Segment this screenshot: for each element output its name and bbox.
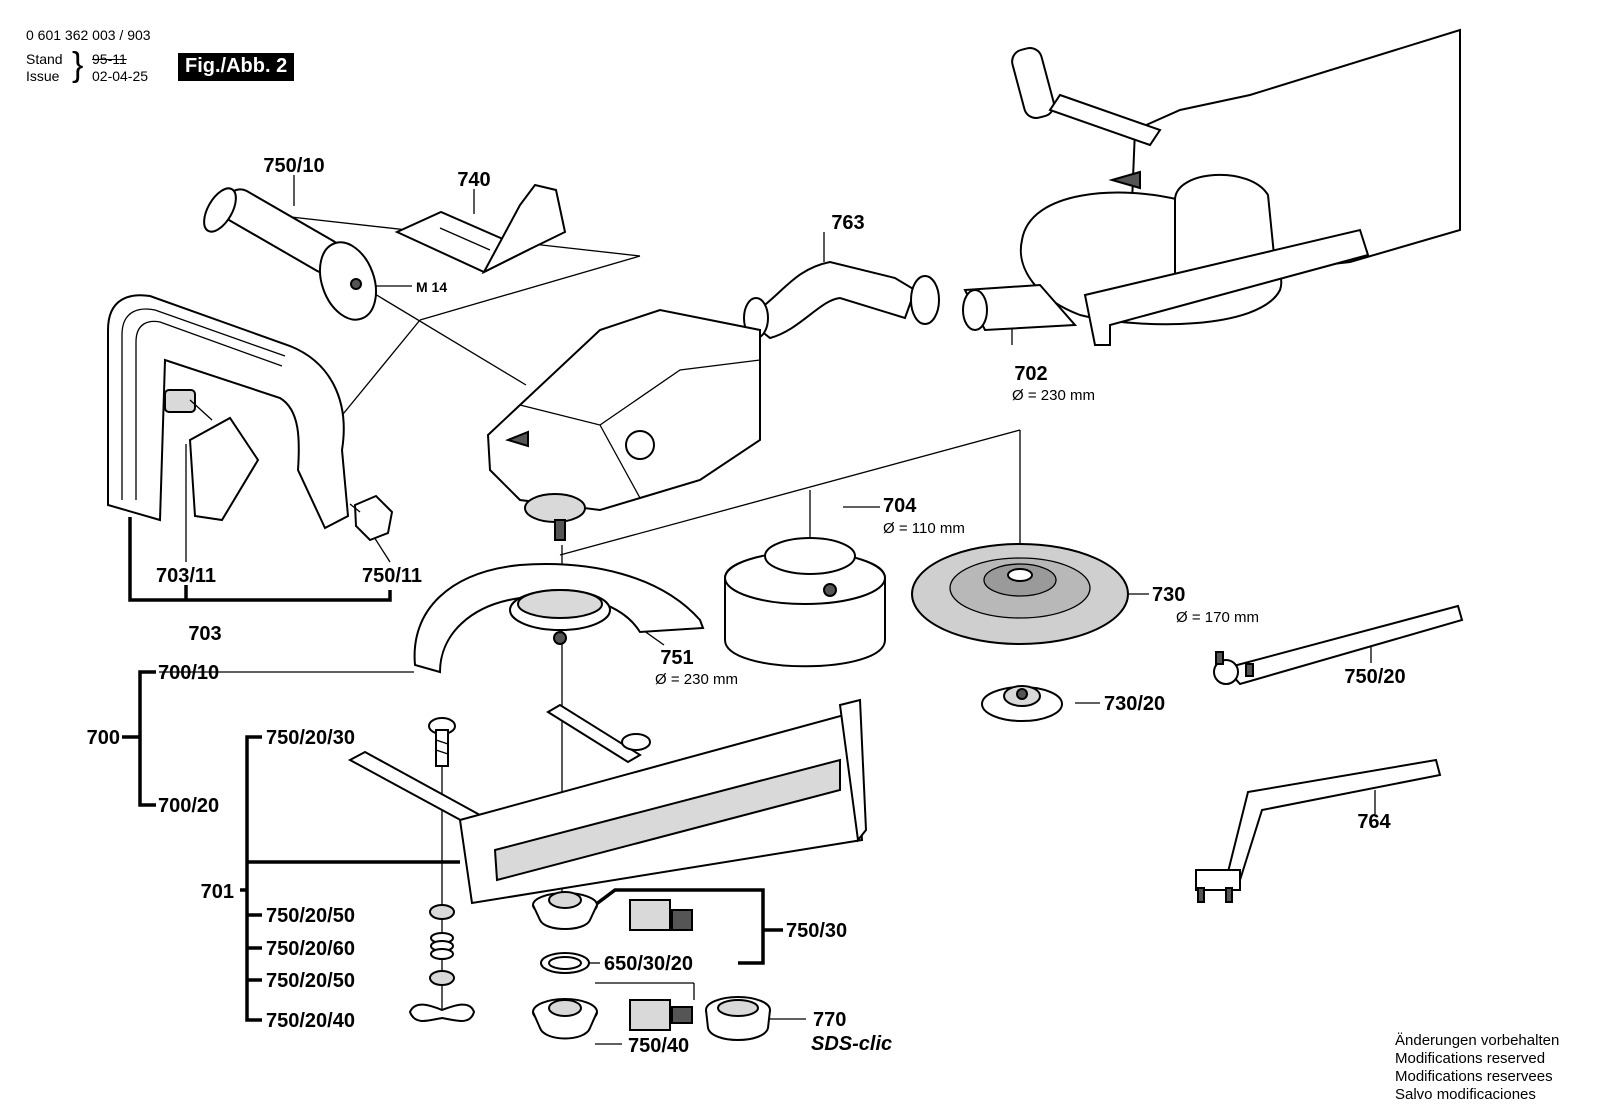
flange-750-30 [532,891,693,974]
label-702: 702 [1014,363,1047,385]
label-702-diameter: Ø = 230 mm [1012,387,1095,404]
figure-label: Fig./Abb. 2 [178,53,295,81]
label-750-20: 750/20 [1344,666,1405,688]
label-750-40: 750/40 [628,1035,689,1057]
label-730: 730 [1152,584,1185,606]
label-750-30: 750/30 [786,920,847,942]
screw-750-11 [349,494,394,542]
bracket-740 [394,183,567,275]
suction-hood-704 [724,537,886,668]
label-703: 703 [188,623,221,645]
brace-icon: } [72,46,84,84]
main-handle-guard-703 [107,294,350,530]
label-700-10: 700/10 [158,662,219,684]
label-751-diameter: Ø = 230 mm [655,671,738,688]
document-number: 0 601 362 003 / 903 [26,27,151,43]
spring-washer-stack [408,904,476,1022]
label-750-10: 750/10 [263,155,324,177]
angle-grinder-assembly-right [962,28,1461,346]
label-750-20-60: 750/20/60 [266,938,355,960]
backing-pad-730-20 [981,685,1063,722]
label-650-30-20: 650/30/20 [604,953,693,975]
angle-grinder-center [486,308,761,541]
note-english: Modifications reserved [1395,1050,1546,1067]
auxiliary-handle-750-10 [203,187,378,321]
label-m14: M 14 [416,279,447,295]
note-french: Modifications reservees [1395,1068,1553,1085]
label-704-diameter: Ø = 110 mm [883,520,965,537]
label-750-20-30: 750/20/30 [266,727,355,749]
label-740: 740 [457,169,490,191]
label-751: 751 [660,647,693,669]
clamping-nut-750-40 [532,998,693,1040]
stand-label: Stand [26,51,63,67]
note-german: Änderungen vorbehalten [1395,1032,1560,1049]
label-703-11: 703/11 [156,565,216,587]
label-sds-clic: SDS-clic [811,1033,892,1055]
label-730-20: 730/20 [1104,693,1165,715]
cutting-guide-700-20 [347,698,868,905]
protection-hood-700-10 [413,563,705,674]
label-700: 700 [87,727,120,749]
label-750-11: 750/11 [362,565,422,587]
label-730-diameter: Ø = 170 mm [1176,609,1259,626]
label-704: 704 [883,495,917,517]
grinding-disc-730 [911,543,1129,645]
wrench-764 [1195,758,1442,903]
label-750-20-50-upper: 750/20/50 [266,905,355,927]
issue-label: Issue [26,68,60,84]
bolt-750-20-30 [428,717,456,767]
quick-clamp-nut-770 [705,996,771,1041]
label-763: 763 [831,212,864,234]
label-764: 764 [1357,811,1391,833]
issue-date: 02-04-25 [92,68,149,84]
label-701: 701 [201,881,234,903]
hose-763 [743,260,940,340]
label-750-20-40: 750/20/40 [266,1010,355,1032]
modification-notes: Änderungen vorbehalten Modifications res… [1395,1032,1559,1104]
wrench-750-20 [1213,604,1464,686]
label-770: 770 [813,1009,846,1031]
bracket-lines [122,517,783,1022]
stand-old-date: 95-11 [92,51,127,67]
label-750-20-50-lower: 750/20/50 [266,970,355,992]
label-700-20: 700/20 [158,795,219,817]
part-labels: 750/10 740 M 14 763 702 Ø = 230 mm 703/1… [87,155,1406,1057]
note-spanish: Salvo modificaciones [1395,1086,1536,1103]
